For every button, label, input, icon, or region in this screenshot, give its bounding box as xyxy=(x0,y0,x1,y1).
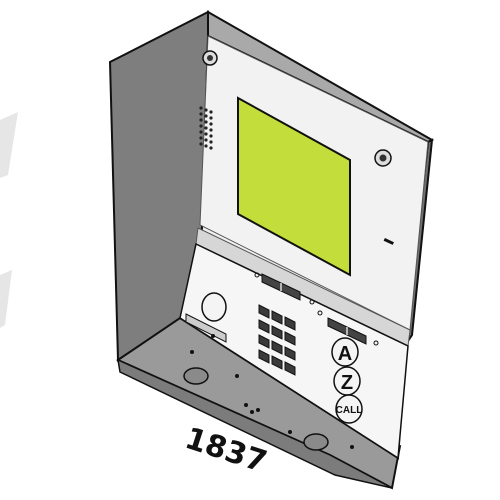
indicator-slot xyxy=(383,237,394,245)
grille-hole xyxy=(199,142,203,146)
keypad-key[interactable] xyxy=(284,316,296,331)
housing-bottom-tray-floor xyxy=(117,358,393,489)
speaker-grille-icon xyxy=(199,106,213,150)
keypad-key[interactable] xyxy=(271,355,283,370)
grille-hole xyxy=(209,128,213,132)
call-button-label: CALL xyxy=(336,405,363,416)
grille-hole xyxy=(204,114,208,118)
tray-mount-holes xyxy=(190,350,354,449)
grille-hole xyxy=(199,130,203,134)
grille-hole xyxy=(204,132,208,136)
grille-hole xyxy=(199,124,203,128)
keypad-key[interactable] xyxy=(271,325,283,340)
z-button[interactable]: Z xyxy=(333,366,361,396)
display-screen xyxy=(237,96,351,277)
keypad-key[interactable] xyxy=(284,346,296,361)
grille-hole xyxy=(209,110,213,114)
grille-hole xyxy=(209,146,213,150)
grille-hole xyxy=(199,118,203,122)
grille-hole xyxy=(199,136,203,140)
scroll-buttons-right[interactable] xyxy=(317,310,379,346)
tray-knockout xyxy=(303,433,329,451)
keypad-key[interactable] xyxy=(258,304,270,319)
grille-hole xyxy=(204,126,208,130)
grille-hole xyxy=(209,116,213,120)
a-button-label: A xyxy=(338,343,352,365)
keypad-key[interactable] xyxy=(284,361,296,376)
grille-hole xyxy=(204,138,208,142)
grille-hole xyxy=(204,120,208,124)
z-button-label: Z xyxy=(341,372,353,394)
keypad-key[interactable] xyxy=(271,310,283,325)
keypad-key[interactable] xyxy=(284,331,296,346)
grille-hole xyxy=(209,122,213,126)
grille-hole xyxy=(204,108,208,112)
grille-hole xyxy=(209,140,213,144)
screw-icon xyxy=(374,149,392,167)
keypad-key[interactable] xyxy=(271,340,283,355)
keypad-icon[interactable] xyxy=(258,304,296,376)
grille-hole xyxy=(199,106,203,110)
background-wedge xyxy=(0,270,12,328)
camera-lens-icon xyxy=(201,292,227,322)
tray-knockout xyxy=(183,367,209,385)
background-wedge xyxy=(0,112,18,178)
keypad-key[interactable] xyxy=(258,349,270,364)
keypad-key[interactable] xyxy=(258,319,270,334)
screw-icon xyxy=(202,50,218,66)
grille-hole xyxy=(204,144,208,148)
keypad-key[interactable] xyxy=(258,334,270,349)
grille-hole xyxy=(209,134,213,138)
grille-hole xyxy=(199,112,203,116)
call-button[interactable]: CALL xyxy=(335,394,363,424)
scroll-buttons-left[interactable] xyxy=(254,272,315,305)
a-button[interactable]: A xyxy=(331,337,359,367)
label-plate xyxy=(185,313,227,343)
